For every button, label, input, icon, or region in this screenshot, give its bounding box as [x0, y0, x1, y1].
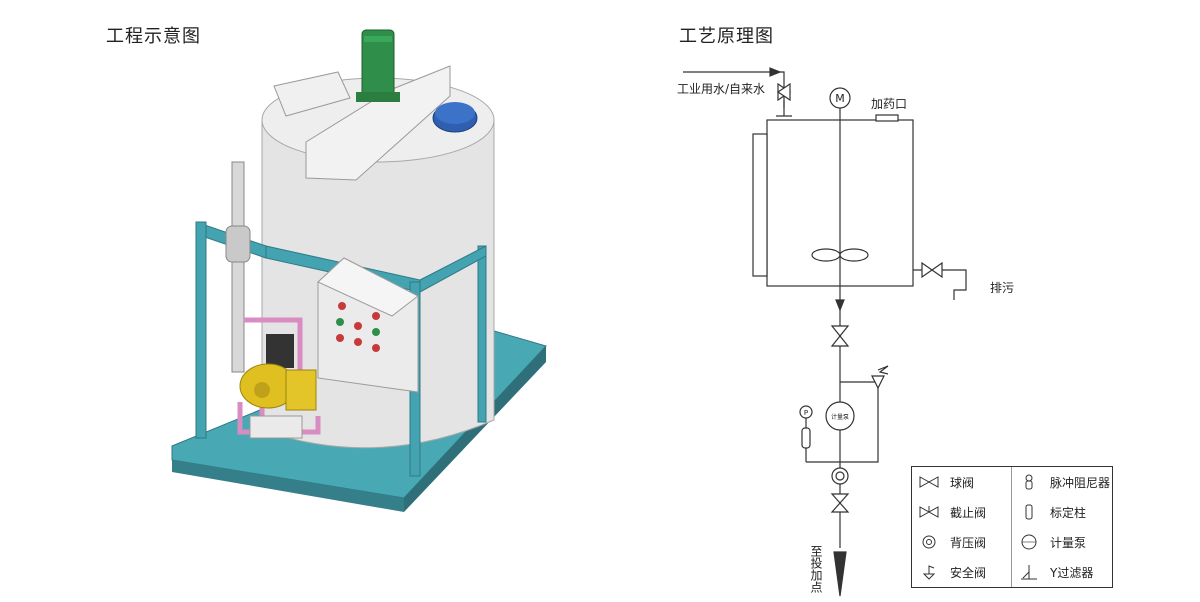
outlet-label: 至投加点: [809, 545, 823, 593]
outlet-stop-valve: [830, 325, 850, 347]
calibration-column: [231, 161, 245, 373]
safety-valve: [871, 365, 889, 390]
drain-ball-valve: [921, 261, 943, 279]
dosing-skid-illustration: [171, 29, 547, 512]
legend-item-calibration-column: 标定柱: [1012, 497, 1112, 527]
legend-item-metering-pump: 计量泵: [1012, 527, 1112, 557]
ball-valve-icon: [919, 476, 939, 488]
legend-item-stop-valve: 截止阀: [912, 497, 1012, 527]
y-strainer-icon: [1021, 565, 1037, 580]
back-pressure-valve: [831, 467, 849, 485]
lower-stop-valve: [830, 493, 850, 513]
pulse-damper-icon: [1025, 474, 1033, 490]
legend-item-pulse-damper: 脉冲阻尼器: [1012, 467, 1112, 497]
legend-item-y-strainer: Y过滤器: [1012, 557, 1112, 587]
inlet-ball-valve: [776, 82, 792, 102]
legend-table: 球阀 脉冲阻尼器 截止阀 标定柱 背压阀 计量泵 安全阀 Y过滤器: [911, 466, 1113, 588]
control-buttons: [336, 302, 380, 352]
legend-item-back-pressure-valve: 背压阀: [912, 527, 1012, 557]
dose-port-label: 加药口: [871, 97, 908, 111]
metering-pump: [239, 334, 317, 411]
drain-label: 排污: [990, 281, 1015, 295]
inlet-label: 工业用水/自来水: [677, 82, 766, 96]
process-diagram-title: 工艺原理图: [679, 26, 774, 47]
stop-valve-icon: [919, 506, 939, 518]
process-schematic: [683, 67, 967, 597]
pump-label: 计量泵: [831, 413, 849, 421]
motor-label: M: [835, 92, 845, 105]
legend-item-safety-valve: 安全阀: [912, 557, 1012, 587]
y-strainer: [249, 415, 303, 439]
schematic-pump: [825, 401, 855, 431]
calibration-column-icon: [1025, 504, 1033, 520]
base-plate-edge: [172, 460, 404, 512]
pressure-label: P: [804, 409, 808, 417]
engineering-diagram-title: 工程示意图: [106, 26, 201, 47]
safety-valve-icon: [922, 565, 936, 580]
metering-pump-icon: [1021, 534, 1037, 550]
legend-item-ball-valve: 球阀: [912, 467, 1012, 497]
back-pressure-valve-icon: [922, 535, 936, 549]
pressure-gauge: [799, 405, 813, 419]
